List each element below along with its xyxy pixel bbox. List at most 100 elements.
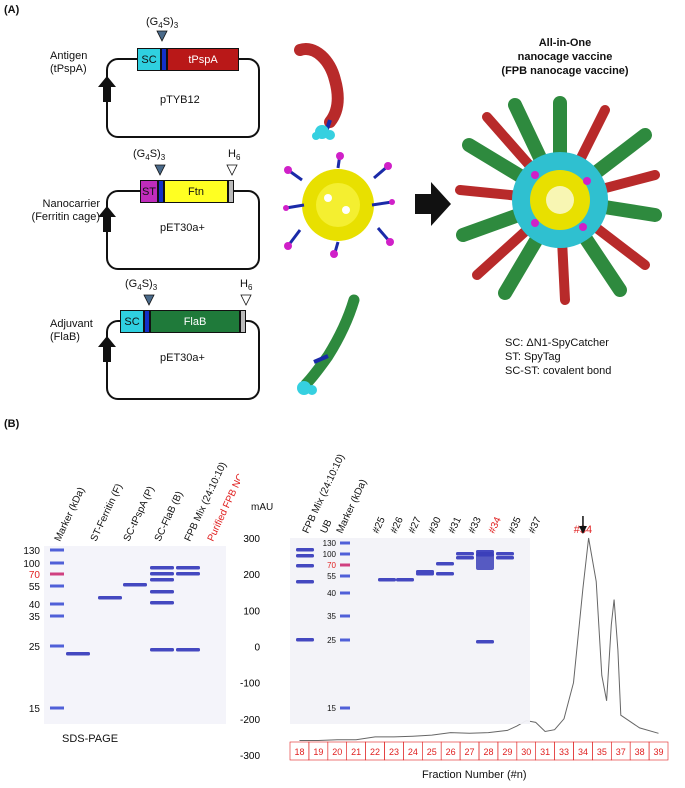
gel2-marker-label: 100 [323, 550, 337, 559]
vaccine-title-line1: All-in-One [538, 37, 592, 49]
nanocarrier-subname: (Ferritin cage) [31, 211, 100, 223]
gel2-marker-label: 130 [323, 539, 337, 548]
gel1-marker-label: 55 [29, 582, 41, 593]
gel1-band [176, 566, 200, 570]
y-tick-label: -100 [240, 679, 260, 690]
fraction-box [648, 741, 669, 761]
gel2-band [396, 578, 414, 582]
gel1-marker-band [50, 602, 64, 606]
gel2-marker-label: 15 [327, 704, 336, 713]
gel1-marker-band [50, 644, 64, 648]
gel1-marker-label: 40 [29, 600, 41, 611]
gel1-lane-label: Marker (kDa) [53, 486, 88, 544]
vector-ptyb12: pTYB12 [160, 94, 200, 106]
gel1-lane-label: ST-Ferritin (F) [89, 482, 125, 543]
fraction-label: 25 [427, 747, 437, 757]
gel2-band [296, 580, 314, 584]
linker-label-3: (G4S)3 [125, 278, 158, 293]
y-tick-label: 0 [254, 643, 260, 654]
x-axis-label: Fraction Number (#n) [422, 769, 527, 781]
gel2-lane-label: #35 [507, 515, 524, 535]
flab-structure-image [297, 294, 360, 395]
legend-sc-st: SC-ST: covalent bond [505, 365, 612, 377]
gel2-lane-label: #31 [447, 515, 464, 535]
his-tag-label-3: H6 [240, 278, 253, 293]
gel1-marker-label: 25 [29, 642, 41, 653]
nanocarrier-name: Nanocarrier [42, 198, 100, 210]
gel1-band [176, 648, 200, 652]
gel2-marker-band [340, 563, 350, 567]
fraction-label: 24 [408, 747, 418, 757]
y-axis-label: mAU [251, 502, 274, 513]
gel2-band [416, 572, 434, 576]
his-segment-3 [240, 310, 246, 333]
gel2-marker-band [340, 638, 350, 642]
gel2-marker-label: 25 [327, 636, 336, 645]
gel2-band [456, 556, 474, 560]
gel2-band [456, 552, 474, 556]
gel1-marker-band [50, 548, 64, 552]
fraction-label: 27 [465, 747, 475, 757]
gel1-band [98, 596, 122, 600]
gel2-lane-label: #30 [427, 515, 444, 535]
gel2-marker-band [340, 706, 350, 710]
gel2-marker-label: 40 [327, 589, 336, 598]
gel2-marker-band [340, 552, 350, 556]
gel2-marker-label: 35 [327, 612, 336, 621]
fraction-label: 34 [578, 747, 588, 757]
gel1-band [176, 572, 200, 576]
linker-label-2: (G4S)3 [133, 148, 166, 163]
fraction-label: 19 [313, 747, 323, 757]
fraction-label: 39 [654, 747, 664, 757]
gel2-lane-label: #33 [467, 515, 484, 535]
his-tag-marker-2 [226, 164, 238, 176]
promoter-arrow-1 [98, 76, 116, 102]
gel1-marker-label: 35 [29, 612, 41, 623]
gel2-band [296, 638, 314, 642]
y-tick-label: -200 [240, 715, 260, 726]
linker-segment-3 [144, 310, 150, 333]
gel1-lane-label: SC-FlaB (B) [153, 490, 186, 544]
gel2-band [296, 554, 314, 558]
sc-segment-1: SC [137, 48, 161, 71]
gel2-marker-band [340, 574, 350, 578]
gel2-lane-label: UB [319, 518, 335, 536]
sds-page-gel-1: Marker (kDa)ST-Ferritin (F)SC-tPspA (P)S… [23, 461, 240, 724]
adjuvant-label: Adjuvant (FlaB) [50, 318, 93, 344]
nanocarrier-label: Nanocarrier (Ferritin cage) [20, 198, 100, 224]
gel2-marker-band [340, 591, 350, 595]
gel2-lane-label: #37 [527, 515, 544, 535]
gel2-band [436, 562, 454, 566]
his-segment-2 [228, 180, 234, 203]
vaccine-title-line3: (FPB nanocage vaccine) [501, 65, 629, 77]
gel2-band-strong [476, 552, 494, 570]
y-tick-label: 300 [243, 534, 260, 545]
fraction-label: 35 [597, 747, 607, 757]
linker-segment-2 [158, 180, 164, 203]
peak-arrow-head [578, 526, 587, 534]
gel1-marker-band [50, 584, 64, 588]
panel-a-label: (A) [4, 4, 20, 16]
fraction-label: 21 [351, 747, 361, 757]
sc-segment-3: SC [120, 310, 144, 333]
gel2-lane-label: #26 [389, 515, 406, 535]
fraction-label: 29 [502, 747, 512, 757]
antigen-label: Antigen (tPspA) [50, 50, 87, 76]
gel1-marker-label: 130 [23, 546, 40, 557]
gel2-lane-label: #34 [487, 515, 504, 535]
gel2-marker-band [340, 614, 350, 618]
antigen-name: Antigen [50, 50, 88, 62]
gel1-band [150, 648, 174, 652]
y-tick-label: -300 [240, 751, 260, 762]
fraction-label: 18 [294, 747, 304, 757]
linker-marker-2 [154, 164, 166, 176]
gel1-band [150, 590, 174, 594]
fraction-label: 37 [616, 747, 626, 757]
vector-pet30a-2: pET30a+ [160, 222, 205, 234]
vaccine-title-line2: nanocage vaccine [517, 51, 613, 63]
gel2-lane-label: Marker (kDa) [335, 478, 370, 536]
fraction-label: 26 [446, 747, 456, 757]
tpspa-structure-image [294, 43, 344, 140]
fraction-label: 30 [521, 747, 531, 757]
